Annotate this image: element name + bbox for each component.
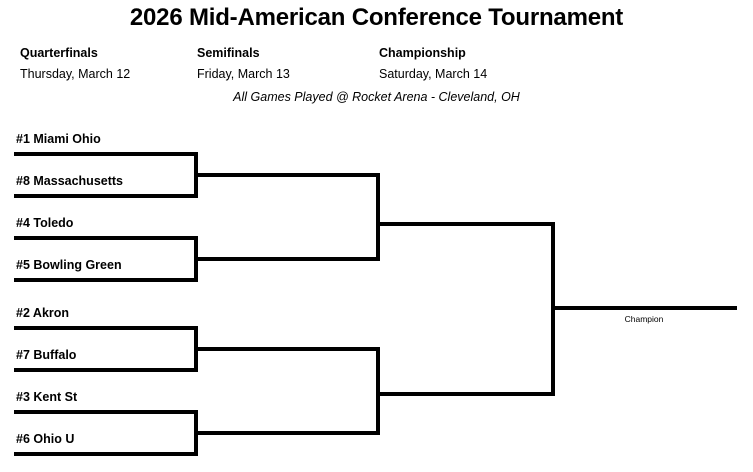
round-date-quarterfinals: Thursday, March 12	[20, 67, 131, 81]
bracket-slot-qf-3[interactable]: #4 Toledo	[16, 216, 74, 230]
bracket-slot-qf-7[interactable]: #3 Kent St	[16, 390, 78, 404]
bracket-rule-sf-1	[194, 173, 380, 177]
bracket-slot-qf-6[interactable]: #7 Buffalo	[16, 348, 77, 362]
bracket-slot-qf-5[interactable]: #2 Akron	[16, 306, 70, 320]
champion-label: Champion	[624, 314, 664, 324]
bracket-slot-qf-8[interactable]: #6 Ohio U	[16, 432, 75, 446]
bracket-rule-final-1	[376, 222, 555, 226]
bracket-rule-qf-1	[14, 152, 198, 156]
bracket-rule-qf-4	[14, 278, 198, 282]
bracket-rule-qf-8	[14, 452, 198, 456]
round-date-championship: Saturday, March 14	[379, 67, 488, 81]
round-label-championship: Championship	[379, 46, 466, 60]
bracket-rule-sf-2	[194, 257, 380, 261]
round-label-semifinals: Semifinals	[197, 46, 260, 60]
bracket-slot-qf-4[interactable]: #5 Bowling Green	[16, 258, 122, 272]
bracket-rule-qf-2	[14, 194, 198, 198]
bracket-rule-final-2	[376, 392, 555, 396]
bracket-rule-qf-6	[14, 368, 198, 372]
bracket-rule-sf-4	[194, 431, 380, 435]
venue-note: All Games Played @ Rocket Arena - Clevel…	[233, 90, 520, 104]
bracket-rule-qf-3	[14, 236, 198, 240]
bracket-connector-sf-2	[376, 347, 380, 435]
round-label-quarterfinals: Quarterfinals	[20, 46, 98, 60]
bracket-rule-qf-7	[14, 410, 198, 414]
bracket-rule-qf-5	[14, 326, 198, 330]
bracket-slot-qf-1[interactable]: #1 Miami Ohio	[16, 132, 101, 146]
bracket-rule-sf-3	[194, 347, 380, 351]
bracket-slot-qf-2[interactable]: #8 Massachusetts	[16, 174, 124, 188]
round-date-semifinals: Friday, March 13	[197, 67, 290, 81]
bracket-connector-sf-1	[376, 173, 380, 261]
bracket-rule-champion	[551, 306, 737, 310]
page-title: 2026 Mid-American Conference Tournament	[129, 4, 624, 31]
